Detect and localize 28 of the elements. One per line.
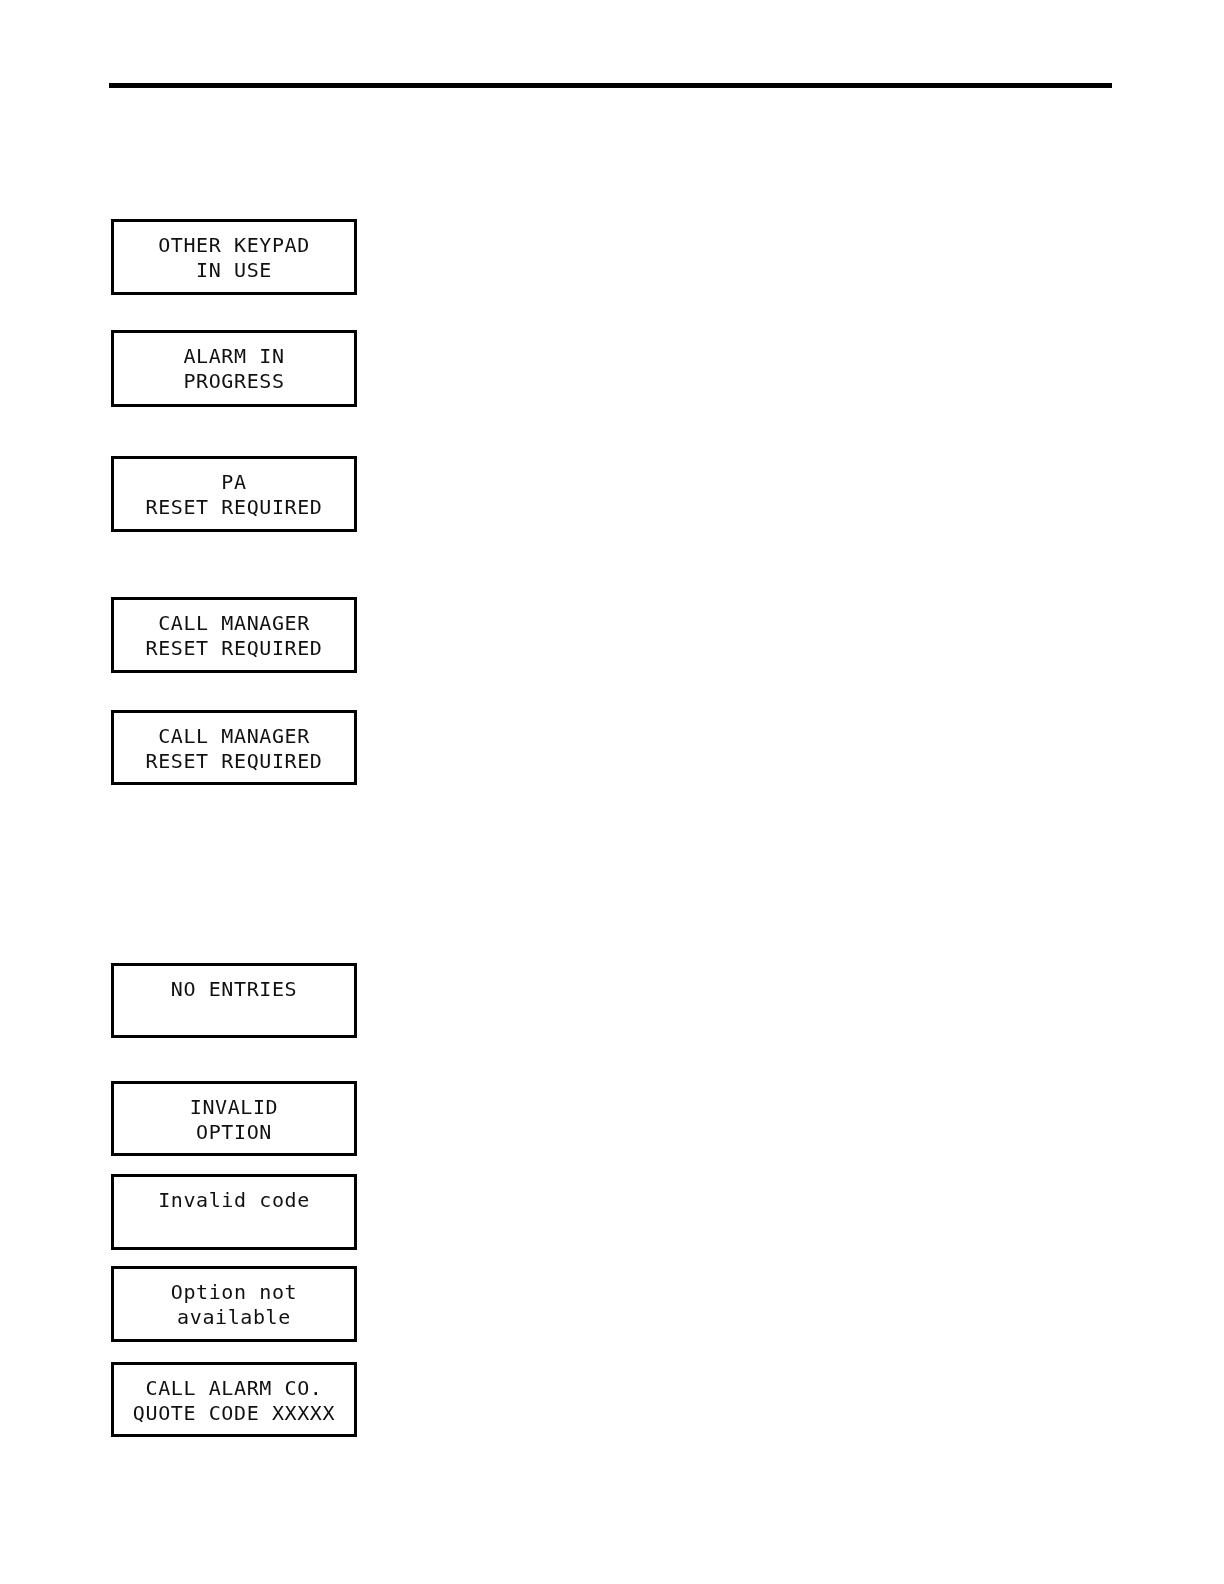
display-box bbox=[111, 330, 357, 407]
display-text: PA bbox=[221, 470, 247, 495]
display-text: available bbox=[177, 1305, 291, 1330]
display-box bbox=[111, 219, 357, 295]
display-box bbox=[111, 1362, 357, 1437]
display-box bbox=[111, 1081, 357, 1156]
display-text: RESET REQUIRED bbox=[145, 749, 323, 774]
display-text: OTHER KEYPAD bbox=[158, 233, 310, 258]
display-text: RESET REQUIRED bbox=[145, 636, 323, 661]
display-box bbox=[111, 1266, 357, 1342]
display-text: CALL ALARM CO. bbox=[145, 1376, 323, 1401]
display-text: Option not bbox=[170, 1280, 298, 1305]
display-text: CALL MANAGER bbox=[158, 724, 310, 749]
display-text: Invalid code bbox=[158, 1188, 310, 1213]
display-text: CALL MANAGER bbox=[158, 611, 310, 636]
display-box bbox=[111, 1174, 357, 1250]
display-text: ALARM IN bbox=[183, 344, 285, 369]
display-text: RESET REQUIRED bbox=[145, 495, 323, 520]
display-box bbox=[111, 963, 357, 1038]
display-box bbox=[111, 710, 357, 785]
display-box bbox=[111, 597, 357, 673]
display-text: IN USE bbox=[196, 258, 272, 283]
display-text: PROGRESS bbox=[183, 369, 285, 394]
display-text: NO ENTRIES bbox=[170, 977, 298, 1002]
display-text: OPTION bbox=[196, 1120, 272, 1145]
display-text: QUOTE CODE XXXXX bbox=[132, 1401, 336, 1426]
display-text: INVALID bbox=[189, 1095, 279, 1120]
display-box bbox=[111, 456, 357, 532]
